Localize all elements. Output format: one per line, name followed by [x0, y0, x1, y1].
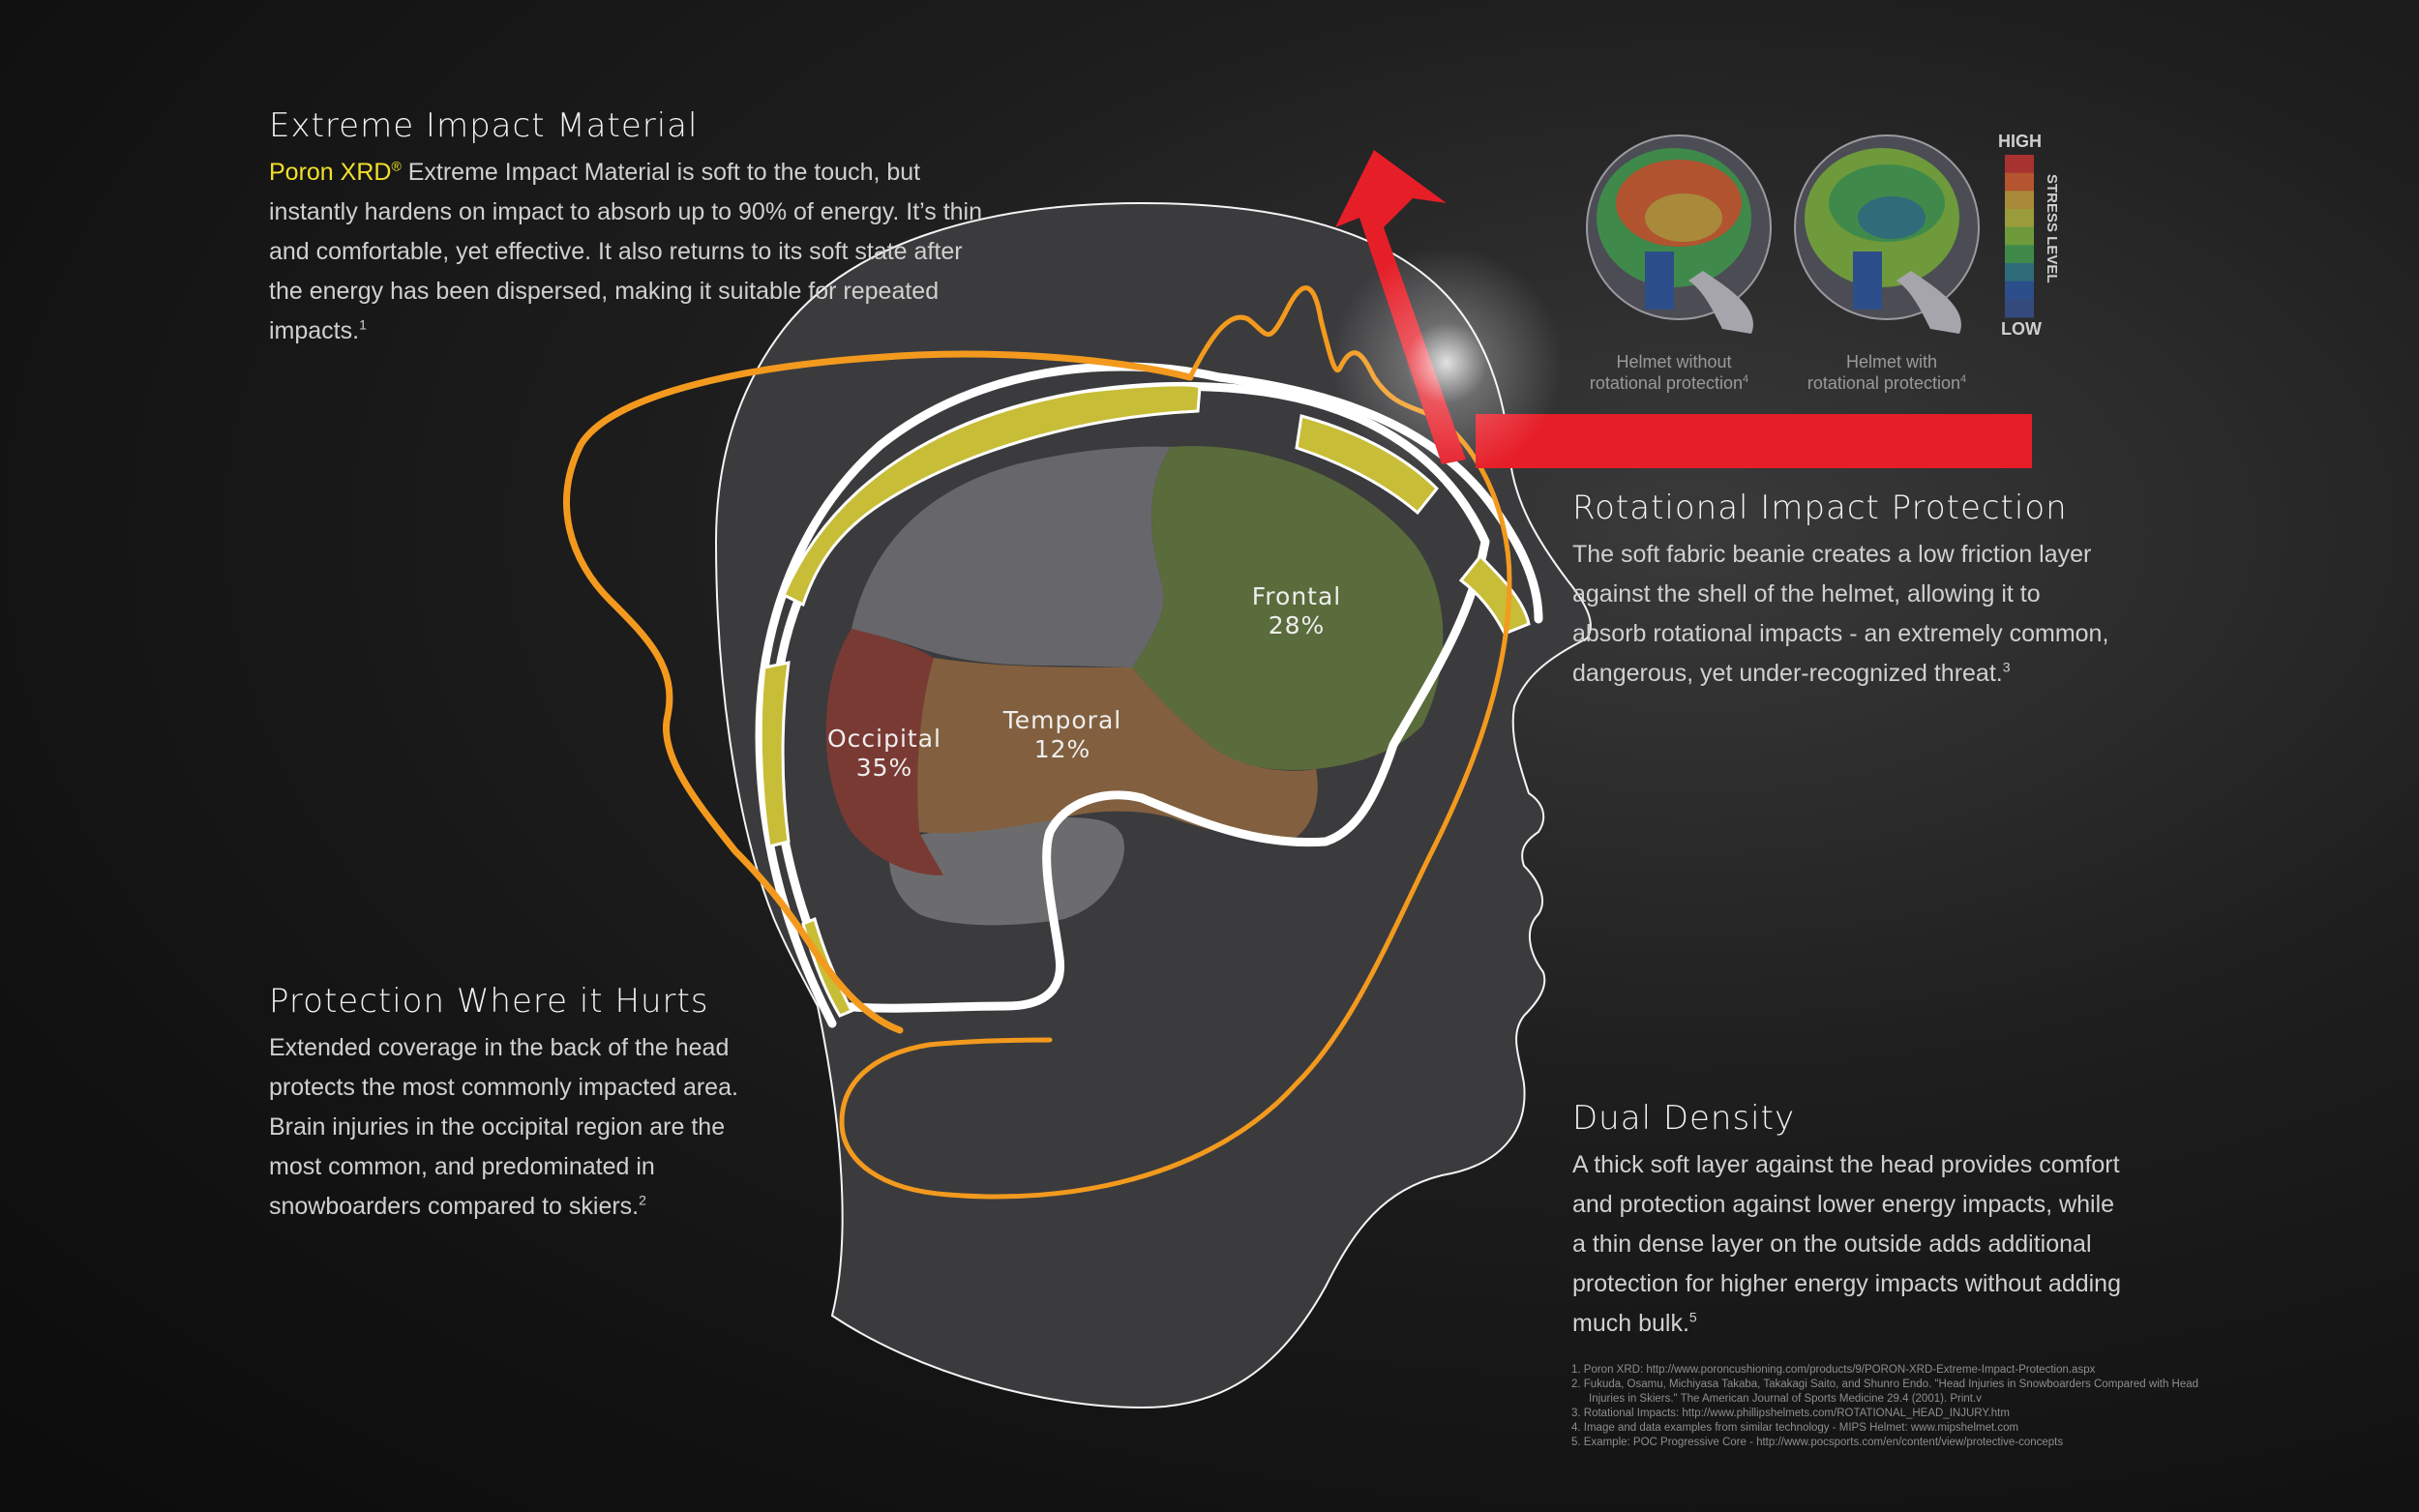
stress-scale [2005, 155, 2034, 318]
stress-high: HIGH [1998, 132, 2042, 151]
rotational-section: Rotational Impact Protection The soft fa… [1572, 489, 2114, 694]
footnote-1[interactable]: 1. Poron XRD: http://www.poroncushioning… [1571, 1364, 2096, 1376]
stress-swatch [2005, 155, 2034, 174]
brain-scan-with [1794, 134, 1980, 334]
orange-outline-front [839, 285, 1512, 1200]
footnote-2-cont: Injuries in Skiers." The American Journa… [1589, 1393, 1982, 1405]
brain-region-frontal[interactable] [1132, 446, 1444, 770]
stress-swatch [2005, 299, 2034, 318]
protection-section: Protection Where it Hurts Extended cover… [269, 982, 782, 1227]
brain-region-top [851, 446, 1171, 667]
dual-density-title: Dual Density [1572, 1099, 1796, 1138]
extreme-impact-text: Poron XRD® Extreme Impact Material is so… [269, 158, 983, 344]
footnote-4[interactable]: 4. Image and data examples from similar … [1571, 1422, 2019, 1434]
occipital-value: 35% [856, 754, 913, 782]
stress-swatch [2005, 191, 2034, 210]
occipital-label: Occipital [827, 725, 941, 753]
caption-without-2: rotational protection4 [1590, 373, 1748, 393]
brain-region-lower [888, 817, 1124, 926]
stress-low: LOW [2001, 319, 2042, 339]
protection-text: Extended coverage in the back of the hea… [269, 1034, 738, 1220]
temporal-value: 12% [1034, 735, 1091, 763]
footnote-5[interactable]: 5. Example: POC Progressive Core - http:… [1571, 1437, 2064, 1448]
brain-region-temporal[interactable] [917, 658, 1318, 839]
extreme-impact-section: Extreme Impact Material Poron XRD® Extre… [269, 106, 985, 351]
rotational-title: Rotational Impact Protection [1572, 489, 2068, 527]
brain-region-occipital[interactable] [825, 629, 943, 875]
stress-swatch [2005, 226, 2034, 246]
footnote-3[interactable]: 3. Rotational Impacts: http://www.philli… [1571, 1408, 2010, 1419]
poron-xrd-highlight: Poron XRD [269, 159, 392, 186]
stress-swatch [2005, 281, 2034, 300]
dual-density-section: Dual Density A thick soft layer against … [1572, 1099, 2124, 1344]
frontal-label: Frontal [1252, 582, 1342, 610]
impact-glow [1330, 247, 1563, 479]
caption-without: Helmet without [1616, 352, 1731, 371]
dual-density-text: A thick soft layer against the head prov… [1572, 1151, 2121, 1337]
stress-swatch [2005, 245, 2034, 264]
caption-with-2: rotational protection4 [1807, 373, 1966, 393]
stress-level-label: STRESS LEVEL [2044, 174, 2060, 283]
stress-swatch [2005, 263, 2034, 282]
temporal-label: Temporal [1002, 706, 1121, 734]
caption-with: Helmet with [1846, 352, 1937, 371]
red-bar [1476, 414, 2032, 468]
frontal-value: 28% [1269, 611, 1326, 639]
brain-scan-without [1586, 134, 1772, 334]
footnotes: 1. Poron XRD: http://www.poroncushioning… [1571, 1363, 2287, 1450]
rotational-text: The soft fabric beanie creates a low fri… [1572, 541, 2109, 687]
orange-outline-back [563, 350, 1194, 1034]
stress-swatch [2005, 209, 2034, 228]
protection-title: Protection Where it Hurts [269, 982, 709, 1021]
stress-swatch [2005, 172, 2034, 192]
extreme-impact-title: Extreme Impact Material [269, 106, 699, 145]
footnote-2: 2. Fukuda, Osamu, Michiyasa Takaba, Taka… [1571, 1379, 2199, 1390]
